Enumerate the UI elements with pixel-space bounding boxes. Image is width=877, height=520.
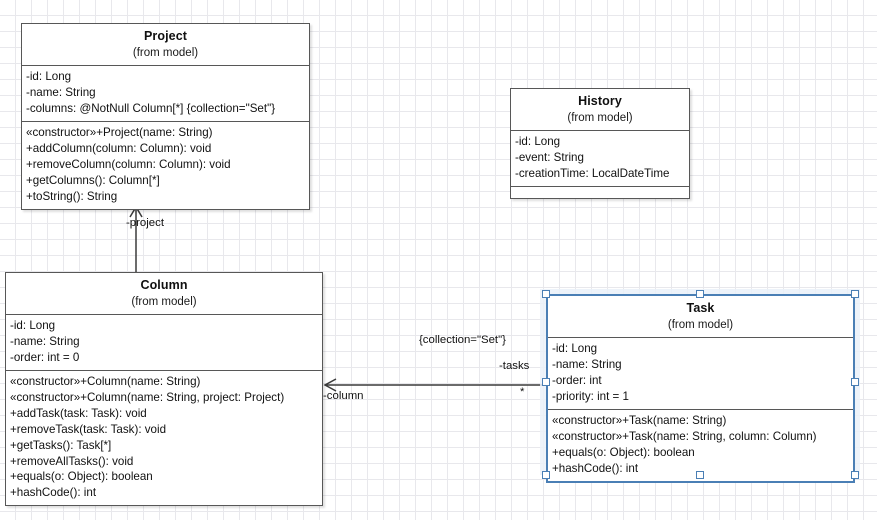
resize-handle-top-center[interactable] (696, 290, 704, 298)
resize-handle-middle-right[interactable] (851, 378, 859, 386)
operation-row: +getTasks(): Task[*] (10, 438, 112, 452)
resize-handle-top-right[interactable] (851, 290, 859, 298)
operation-row: «constructor»+Project(name: String) (26, 125, 213, 139)
resize-handle-bottom-center[interactable] (696, 471, 704, 479)
attribute-row: -name: String (10, 334, 80, 348)
attribute-row: -id: Long (10, 319, 56, 332)
attribute-row: -id: Long (515, 135, 561, 148)
attribute-row: -priority: int = 1 (552, 389, 629, 403)
operation-row: +hashCode(): int (10, 486, 97, 500)
class-package-project: (from model) (132, 46, 199, 59)
association-multiplicity-many: * (520, 386, 525, 398)
association-label-column: -column (323, 390, 364, 402)
attribute-row: -order: int = 0 (10, 350, 80, 364)
operations-compartment-task: «constructor»+Task(name: String) «constr… (548, 410, 853, 481)
class-name-task: Task (686, 301, 715, 315)
class-name-history: History (578, 94, 622, 108)
resize-handle-bottom-right[interactable] (851, 471, 859, 479)
class-package-column: (from model) (131, 295, 197, 308)
operation-row: +equals(o: Object): boolean (552, 445, 695, 459)
class-name-column: Column (140, 278, 188, 292)
operation-row: «constructor»+Column(name: String) (10, 374, 201, 388)
operation-row: +equals(o: Object): boolean (10, 470, 153, 484)
class-package-task: (from model) (667, 318, 734, 331)
uml-class-project[interactable]: Project (from model) -id: Long -name: St… (21, 23, 310, 210)
operation-row: +removeAllTasks(): void (10, 454, 134, 468)
attributes-compartment-column: -id: Long -name: String -order: int = 0 (6, 315, 322, 371)
operation-row: +removeColumn(column: Column): void (26, 157, 231, 171)
uml-class-task[interactable]: Task (from model) -id: Long -name: Strin… (546, 294, 855, 483)
class-header-history: History (from model) (511, 89, 689, 131)
class-package-history: (from model) (567, 111, 633, 124)
operation-row: +getColumns(): Column[*] (26, 173, 160, 187)
uml-class-history[interactable]: History (from model) -id: Long -event: S… (510, 88, 690, 199)
class-header-project: Project (from model) (22, 24, 309, 66)
operation-row: +addColumn(column: Column): void (26, 141, 212, 155)
operation-row: +addTask(task: Task): void (10, 406, 147, 420)
association-label-project: -project (126, 217, 164, 229)
class-header-column: Column (from model) (6, 273, 322, 315)
operation-row: «constructor»+Task(name: String) (552, 413, 727, 427)
operations-compartment-column: «constructor»+Column(name: String) «cons… (6, 371, 322, 506)
attribute-row: -columns: @NotNull Column[*] {collection… (26, 101, 276, 115)
resize-handle-top-left[interactable] (542, 290, 550, 298)
attributes-compartment-project: -id: Long -name: String -columns: @NotNu… (22, 66, 309, 122)
operation-row: «constructor»+Task(name: String, column:… (552, 429, 817, 443)
attribute-row: -event: String (515, 150, 584, 164)
resize-handle-bottom-left[interactable] (542, 471, 550, 479)
operations-compartment-project: «constructor»+Project(name: String) +add… (22, 122, 309, 209)
association-label-tasks: -tasks (499, 360, 530, 372)
class-name-project: Project (143, 29, 188, 43)
resize-handle-middle-left[interactable] (542, 378, 550, 386)
operation-row: «constructor»+Column(name: String, proje… (10, 390, 285, 404)
attribute-row: -creationTime: LocalDateTime (515, 166, 670, 180)
uml-class-column[interactable]: Column (from model) -id: Long -name: Str… (5, 272, 323, 507)
association-constraint-collection-set: {collection="Set"} (419, 334, 506, 346)
operations-compartment-history (511, 187, 689, 198)
class-header-task: Task (from model) (548, 296, 853, 338)
attributes-compartment-history: -id: Long -event: String -creationTime: … (511, 131, 689, 187)
attribute-row: -id: Long (552, 342, 598, 355)
attribute-row: -name: String (26, 85, 96, 99)
attribute-row: -name: String (552, 357, 622, 371)
operation-row: +removeTask(task: Task): void (10, 422, 167, 436)
attribute-row: -order: int (552, 373, 602, 387)
operation-row: +hashCode(): int (552, 461, 639, 475)
operation-row: +toString(): String (26, 189, 118, 203)
attributes-compartment-task: -id: Long -name: String -order: int -pri… (548, 338, 853, 410)
attribute-row: -id: Long (26, 70, 72, 83)
